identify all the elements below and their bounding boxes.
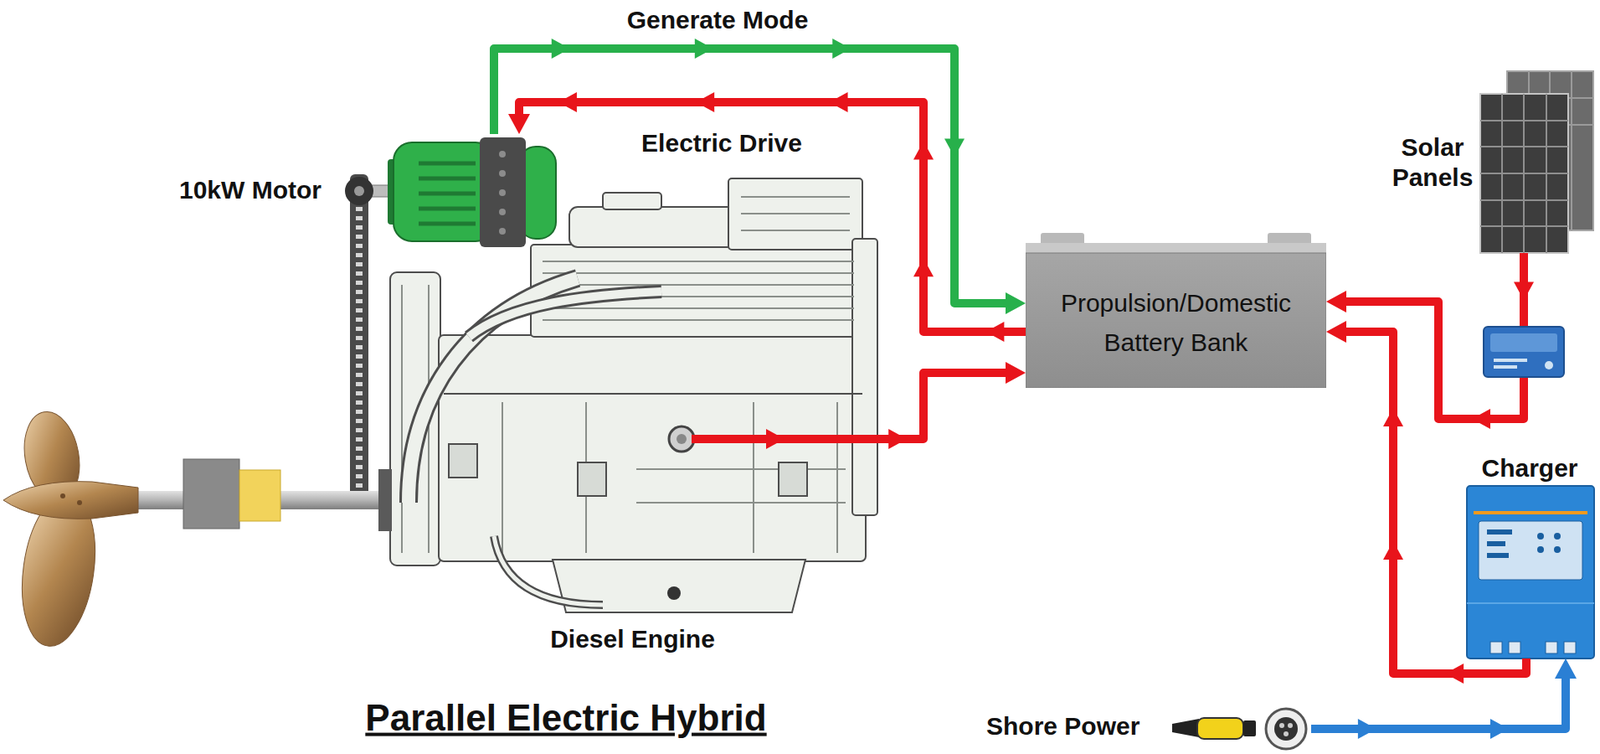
mppt-controller: [1483, 326, 1564, 377]
shore-power-node: Shore Power: [979, 699, 1312, 752]
arrowhead: [1490, 718, 1509, 739]
arrowhead: [551, 38, 571, 59]
connector-line: [493, 48, 1014, 304]
edge-label: Generate Mode: [627, 5, 809, 36]
arrowhead: [829, 92, 849, 113]
battery-box: Propulsion/Domestic Battery Bank: [1025, 232, 1327, 388]
arrowhead: [888, 428, 907, 449]
connector-line: [1337, 331, 1527, 674]
arrowhead: [558, 92, 577, 113]
arrowhead: [1513, 282, 1534, 301]
node-label: Charger: [1481, 452, 1578, 484]
arrowhead: [1326, 320, 1347, 343]
power-flow-arrow: [877, 361, 1026, 449]
shore-plug: [1172, 708, 1307, 749]
power-flow-arrow: [493, 38, 1026, 314]
arrowhead: [1005, 361, 1026, 384]
arrowhead: [1326, 290, 1347, 313]
arrowhead: [1445, 663, 1464, 684]
arrowhead: [695, 92, 715, 113]
arrowhead: [832, 38, 851, 59]
charger-node: Charger: [1463, 447, 1596, 659]
propeller-shaft: [133, 458, 392, 531]
solar-node: Solar Panels: [1379, 71, 1595, 253]
node-label: Solar Panels: [1386, 132, 1479, 193]
electric-motor-drawing: [344, 137, 556, 247]
diagram-title: Parallel Electric Hybrid: [365, 695, 767, 741]
arrowhead: [1005, 292, 1026, 314]
solar-panel-drawing: [1480, 71, 1594, 253]
power-flow-arrow: [508, 92, 1026, 342]
node-label: Shore Power: [986, 710, 1140, 741]
arrowhead: [694, 38, 714, 59]
node-label: 10kW Motor: [179, 174, 322, 206]
arrowhead: [913, 141, 934, 160]
drive-belt: [349, 174, 369, 505]
propeller: [3, 406, 139, 651]
arrowhead: [985, 321, 1004, 342]
power-flow-arrow: [1311, 658, 1577, 739]
arrowhead: [1383, 540, 1404, 560]
arrowhead: [913, 257, 934, 277]
connector-line: [1311, 669, 1566, 729]
connector-line: [877, 372, 1014, 439]
edge-label: Electric Drive: [641, 128, 803, 159]
arrowhead: [1383, 407, 1404, 427]
alternator-wire: [691, 428, 881, 449]
arrowhead: [944, 138, 965, 158]
arrowhead: [1358, 718, 1377, 739]
charger-drawing: [1466, 485, 1595, 659]
motor-node: 10kW Motor: [167, 133, 556, 246]
node-label: Propulsion/Domestic Battery Bank: [1039, 283, 1312, 362]
arrowhead: [1554, 658, 1577, 679]
diesel-engine-drawing: [390, 178, 878, 613]
arrowhead: [508, 113, 530, 134]
connector-line: [519, 102, 1026, 332]
node-label: Diesel Engine: [550, 623, 716, 654]
arrowhead: [1471, 408, 1491, 429]
engine-node: Diesel Engine: [387, 153, 878, 658]
